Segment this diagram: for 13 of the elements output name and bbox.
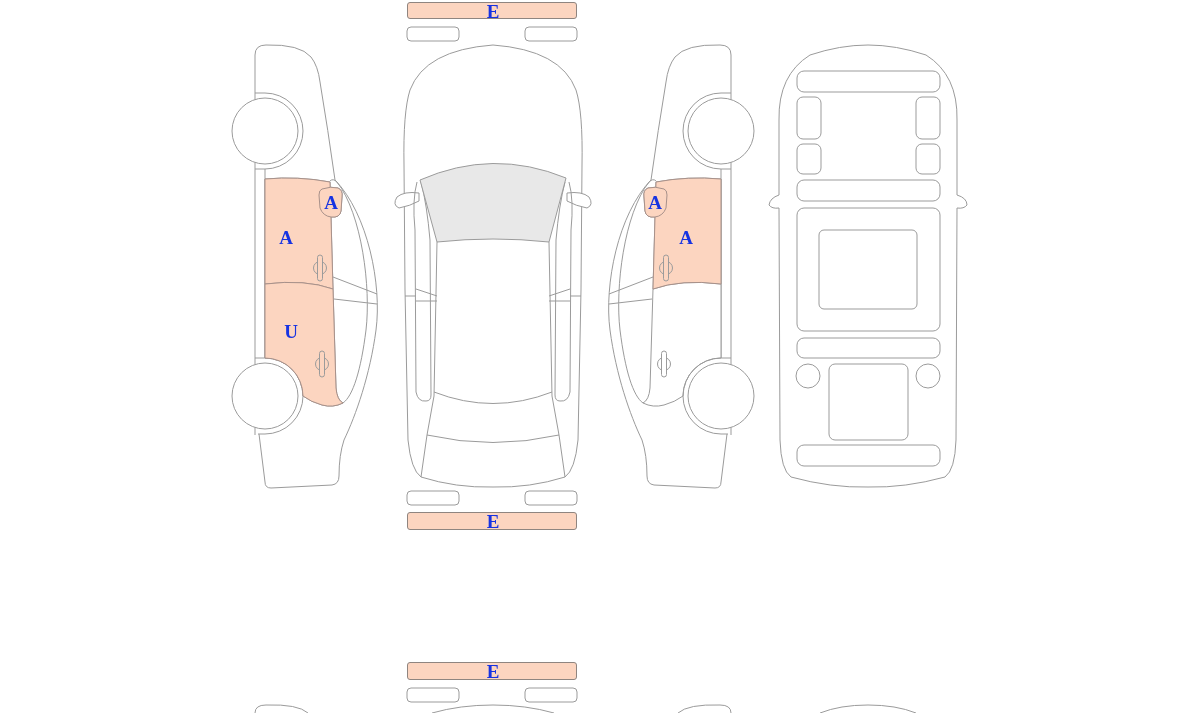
- mirror-panel: [318, 186, 344, 219]
- damage-code: A: [679, 229, 693, 245]
- damage-code: E: [486, 663, 500, 679]
- damage-code: A: [279, 229, 293, 245]
- damage-code: A: [324, 194, 338, 210]
- damage-code: E: [486, 513, 500, 529]
- damage-code: U: [284, 323, 298, 339]
- damage-code: A: [648, 194, 662, 210]
- door-panel: [264, 280, 345, 408]
- bumper-panel: [407, 512, 577, 530]
- bumper-panel: [407, 2, 577, 19]
- bumper-panel: [407, 662, 577, 680]
- damage-code: E: [486, 3, 500, 18]
